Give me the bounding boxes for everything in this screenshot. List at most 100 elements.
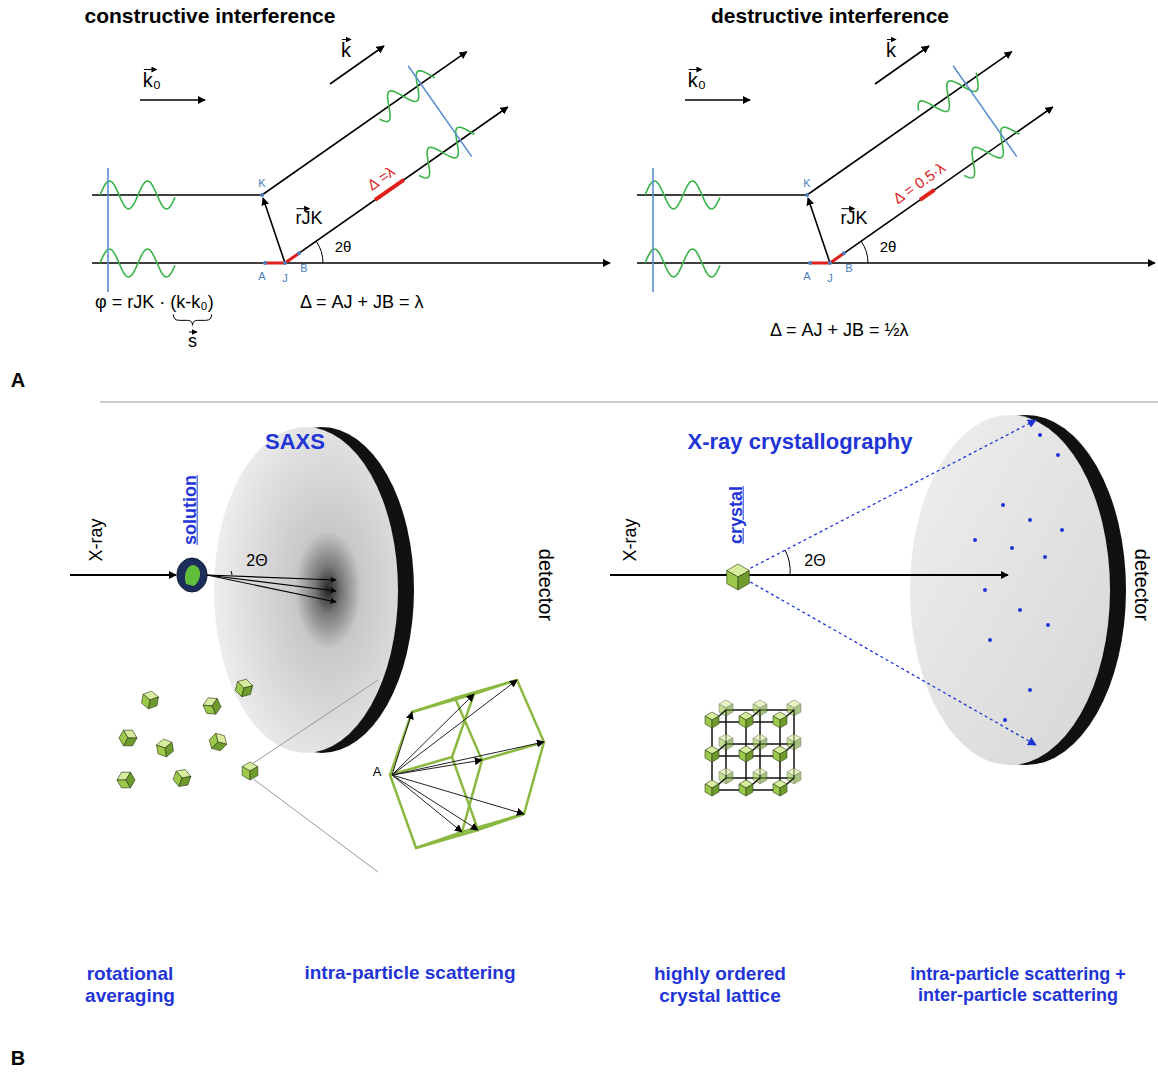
point-label: K bbox=[258, 177, 265, 190]
point bbox=[260, 193, 264, 197]
separator bbox=[100, 401, 1158, 402]
diffraction-spot bbox=[983, 588, 987, 592]
point-label: B bbox=[845, 262, 852, 275]
diffraction-spot bbox=[1018, 608, 1022, 612]
beam-label: X-ray bbox=[620, 518, 641, 561]
particle-cube bbox=[117, 726, 140, 749]
diffraction-spots bbox=[973, 433, 1064, 722]
angle-arc bbox=[316, 241, 323, 263]
ray bbox=[107, 168, 109, 292]
panel-letter: A bbox=[11, 369, 25, 392]
caption-label: intra-particle scattering bbox=[304, 962, 515, 984]
particle-cube bbox=[705, 712, 719, 728]
ray bbox=[830, 253, 844, 263]
particle-cube bbox=[705, 746, 719, 762]
ray bbox=[920, 190, 934, 200]
xray-beam bbox=[70, 574, 176, 576]
vector-label: rJK bbox=[841, 208, 868, 229]
vector-arrows bbox=[144, 40, 896, 333]
ray bbox=[285, 253, 299, 263]
vector-label: s bbox=[188, 331, 197, 352]
wave bbox=[100, 249, 175, 277]
sample-label: solution bbox=[180, 475, 201, 545]
panel-letter: B bbox=[11, 1047, 25, 1070]
point-label: J bbox=[282, 272, 288, 285]
caption-label: intra-particle scattering + inter-partic… bbox=[887, 964, 1149, 1005]
section-title: SAXS bbox=[265, 429, 325, 454]
sample-protein bbox=[185, 565, 200, 586]
panel-title: destructive interference bbox=[711, 4, 949, 28]
wave bbox=[918, 73, 978, 112]
vector-label: rJK bbox=[296, 208, 323, 229]
diffraction-spot bbox=[973, 538, 977, 542]
diffraction-spot bbox=[1056, 453, 1060, 457]
particle-cube bbox=[739, 780, 753, 796]
particle-cube bbox=[206, 730, 230, 754]
panel-title: constructive interference bbox=[85, 4, 336, 28]
scattering-panel bbox=[70, 415, 1126, 872]
crystal-lattice bbox=[705, 700, 801, 796]
particle-cube bbox=[201, 695, 223, 718]
detector-disc bbox=[214, 427, 398, 753]
diffraction-spot bbox=[1038, 433, 1042, 437]
diffraction-spot bbox=[1003, 718, 1007, 722]
xray-beam bbox=[610, 574, 1008, 576]
point-label: K bbox=[803, 177, 810, 190]
section-title: X-ray crystallography bbox=[688, 429, 913, 454]
vector-label: k bbox=[886, 39, 896, 62]
point-label: A bbox=[258, 270, 265, 283]
ray bbox=[875, 46, 929, 84]
zoom-line bbox=[252, 680, 378, 764]
caption-label: highly ordered crystal lattice bbox=[633, 963, 808, 1007]
particle-cube bbox=[739, 712, 753, 728]
ray bbox=[330, 46, 384, 84]
ray bbox=[263, 198, 285, 263]
caption-label: rotational averaging bbox=[60, 963, 200, 1007]
ray bbox=[685, 99, 750, 101]
particle-cube bbox=[234, 677, 254, 698]
ray bbox=[808, 198, 830, 263]
brace bbox=[173, 314, 211, 325]
path-difference: Δ =λ bbox=[364, 162, 398, 193]
point-label: A bbox=[373, 765, 382, 780]
diffraction-spot bbox=[988, 638, 992, 642]
vector-label: k₀ bbox=[688, 69, 706, 92]
particle-detail bbox=[390, 680, 544, 848]
point bbox=[842, 251, 846, 255]
diffraction-spot bbox=[1043, 555, 1047, 559]
diffraction-spot bbox=[1010, 546, 1014, 550]
wave bbox=[380, 71, 435, 122]
point bbox=[808, 261, 812, 265]
formula: φ = rJK · (k-k₀) bbox=[95, 292, 214, 313]
diffraction-spot bbox=[1001, 503, 1005, 507]
ray bbox=[807, 52, 1012, 195]
wave bbox=[645, 181, 720, 209]
ray bbox=[637, 194, 807, 196]
ray bbox=[140, 99, 205, 101]
zoom-line bbox=[252, 778, 378, 872]
vector-label: k₀ bbox=[143, 69, 161, 92]
wave bbox=[100, 181, 175, 209]
point bbox=[283, 261, 287, 265]
ray bbox=[262, 52, 467, 195]
angle-label: 2θ bbox=[335, 238, 352, 255]
diffraction-spot bbox=[1028, 688, 1032, 692]
interference-panel bbox=[92, 46, 610, 292]
brace bbox=[173, 314, 211, 325]
angle-arc bbox=[861, 241, 868, 263]
detector-disc bbox=[910, 415, 1110, 765]
particle-cube bbox=[242, 762, 258, 780]
particle-cube bbox=[773, 712, 787, 728]
vector-label: k bbox=[341, 39, 351, 62]
ray bbox=[637, 262, 1155, 264]
particle-cube bbox=[773, 746, 787, 762]
path-difference: Δ = 0.5·λ bbox=[889, 158, 948, 206]
diffracted-ray bbox=[745, 579, 1036, 745]
ray bbox=[285, 107, 508, 263]
particle-cube bbox=[115, 768, 138, 791]
particle-cube bbox=[156, 738, 175, 758]
beam-label: X-ray bbox=[86, 518, 107, 561]
particle-cube bbox=[739, 746, 753, 762]
angle-label: 2Θ bbox=[804, 552, 825, 570]
sample-cell bbox=[177, 558, 207, 592]
